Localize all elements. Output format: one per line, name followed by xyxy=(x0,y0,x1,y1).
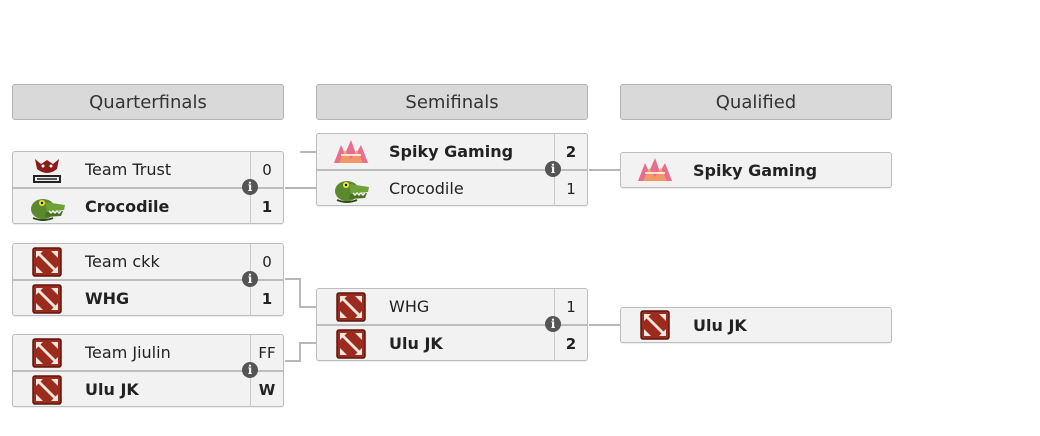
spiky-gaming-logo xyxy=(635,155,675,185)
team-score: 2 xyxy=(554,134,587,169)
team-row[interactable]: Team ckk 0 xyxy=(13,244,283,279)
team-name: Team ckk xyxy=(85,252,160,271)
crocodile-logo xyxy=(27,192,67,222)
team-name: WHG xyxy=(389,297,430,316)
quarterfinal-match-1[interactable]: Team Trust 0 Crocodile 1 xyxy=(12,151,284,224)
qualified-team-2[interactable]: Ulu JK xyxy=(620,307,892,343)
round-header-semifinals: Semifinals xyxy=(316,84,588,120)
dota-logo xyxy=(331,292,371,322)
round-header-quarterfinals: Quarterfinals xyxy=(12,84,284,120)
team-score: 1 xyxy=(554,171,587,206)
match-info-icon[interactable]: i xyxy=(242,271,258,287)
team-name: Team Trust xyxy=(85,160,172,179)
team-row[interactable]: WHG 1 xyxy=(13,279,283,316)
team-name: Crocodile xyxy=(389,179,464,198)
match-info-icon[interactable]: i xyxy=(242,362,258,378)
team-score: 1 xyxy=(554,289,587,324)
connector-line xyxy=(299,342,317,344)
dota-logo xyxy=(27,284,67,314)
match-info-icon[interactable]: i xyxy=(242,179,258,195)
team-name: Ulu JK xyxy=(85,380,139,399)
connector-line xyxy=(300,151,317,153)
team-score: 1 xyxy=(250,189,283,224)
team-row[interactable]: Ulu JK 2 xyxy=(317,324,587,361)
team-row[interactable]: Team Jiulin FF xyxy=(13,335,283,370)
dota-logo xyxy=(635,310,675,340)
connector-line xyxy=(299,278,301,307)
connector-line xyxy=(299,306,317,308)
round-header-qualified: Qualified xyxy=(620,84,892,120)
connector-line xyxy=(285,360,300,362)
semifinal-match-2[interactable]: WHG 1 Ulu JK 2 xyxy=(316,288,588,361)
team-name: Ulu JK xyxy=(693,315,747,335)
dota-logo xyxy=(27,375,67,405)
team-score: W xyxy=(250,372,283,407)
connector-line xyxy=(589,324,620,326)
team-name: Crocodile xyxy=(85,197,170,216)
team-score: 1 xyxy=(250,281,283,316)
spiky-gaming-logo xyxy=(331,137,371,167)
team-name: Ulu JK xyxy=(389,334,443,353)
semifinal-match-1[interactable]: Spiky Gaming 2 Crocodile 1 xyxy=(316,133,588,206)
team-row[interactable]: Spiky Gaming 2 xyxy=(317,134,587,169)
team-name: WHG xyxy=(85,289,130,308)
team-name: Spiky Gaming xyxy=(389,142,514,161)
team-row[interactable]: Crocodile 1 xyxy=(317,169,587,206)
dota-logo xyxy=(331,329,371,359)
match-info-icon[interactable]: i xyxy=(545,161,561,177)
crocodile-logo xyxy=(331,174,371,204)
team-row[interactable]: WHG 1 xyxy=(317,289,587,324)
connector-line xyxy=(285,278,300,280)
connector-line xyxy=(589,169,620,171)
team-row[interactable]: Team Trust 0 xyxy=(13,152,283,187)
team-trust-logo xyxy=(27,155,67,185)
team-name: Spiky Gaming xyxy=(693,160,818,180)
connector-line xyxy=(285,187,317,189)
quarterfinal-match-2[interactable]: Team ckk 0 WHG 1 xyxy=(12,243,284,316)
team-score: FF xyxy=(250,335,283,370)
match-info-icon[interactable]: i xyxy=(545,316,561,332)
dota-logo xyxy=(27,247,67,277)
team-score: 0 xyxy=(250,152,283,187)
quarterfinal-match-3[interactable]: Team Jiulin FF Ulu JK W xyxy=(12,334,284,407)
team-score: 0 xyxy=(250,244,283,279)
team-score: 2 xyxy=(554,326,587,361)
team-row[interactable]: Ulu JK W xyxy=(13,370,283,407)
team-row[interactable]: Crocodile 1 xyxy=(13,187,283,224)
team-name: Team Jiulin xyxy=(85,343,171,362)
qualified-team-1[interactable]: Spiky Gaming xyxy=(620,152,892,188)
connector-line xyxy=(299,342,301,362)
dota-logo xyxy=(27,338,67,368)
